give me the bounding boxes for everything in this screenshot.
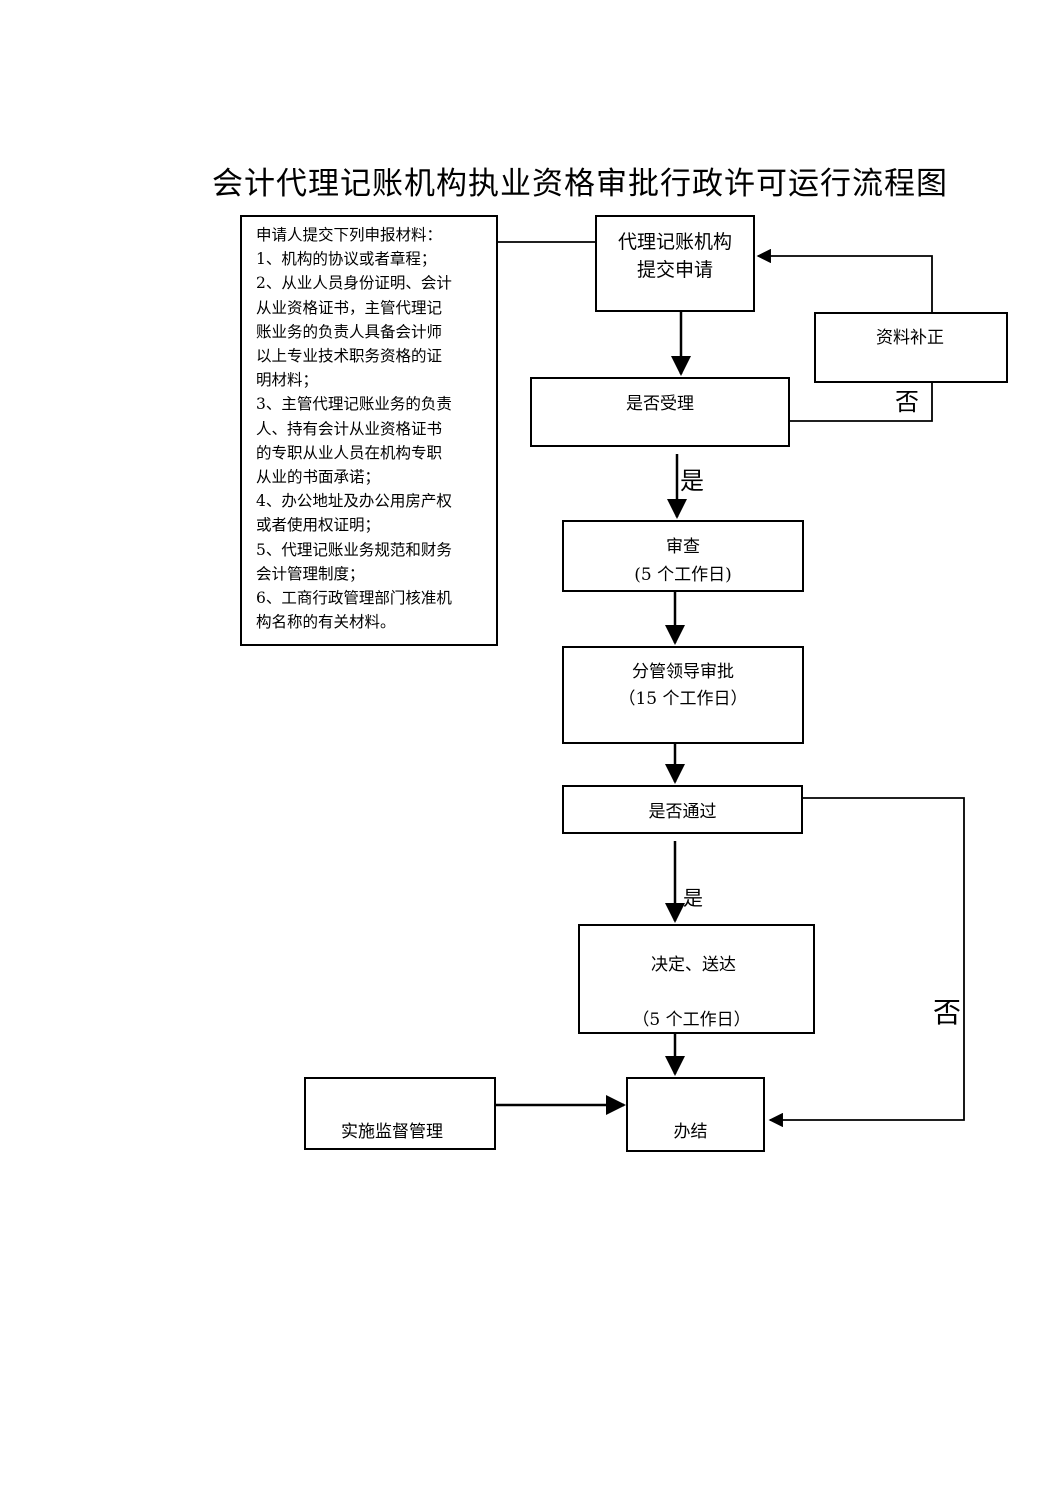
page-title: 会计代理记账机构执业资格审批行政许可运行流程图 (212, 166, 948, 202)
materials-line: 人、持有会计从业资格证书 (256, 419, 443, 438)
materials-list-box: 申请人提交下列申报材料： 1、机构的协议或者章程； 2、从业人员身份证明、会计 … (240, 215, 498, 646)
node-pass-decision: 是否通过 (562, 785, 803, 834)
node-finish: 办结 (626, 1077, 765, 1152)
label-pass-no: 否 (933, 996, 962, 1029)
materials-line: 6、工商行政管理部门核准机 (256, 589, 452, 608)
node-submit-line1: 代理记账机构 (617, 231, 732, 253)
node-accept-decision: 是否受理 (530, 377, 790, 447)
node-supplement-materials: 资料补正 (814, 312, 1008, 383)
materials-line: 构名称的有关材料。 (256, 613, 396, 632)
materials-line: 从业资格证书，主管代理记 (256, 298, 443, 317)
materials-line: 的专职从业人员在机构专职 (256, 443, 443, 462)
materials-line: 4、办公地址及办公用房产权 (256, 492, 452, 511)
node-decision-delivery: 决定、送达 （5 个工作日） (578, 924, 815, 1034)
node-leader-approval: 分管领导审批 （15 个工作日） (562, 646, 804, 744)
materials-line: 申请人提交下列申报材料： (256, 226, 443, 244)
arrow-supplement-to-submit (756, 248, 933, 313)
label-accept-yes: 是 (680, 467, 704, 495)
node-submit-line2: 提交申请 (636, 259, 713, 281)
materials-line: 明材料； (256, 371, 319, 390)
node-supervision-label: 实施监督管理 (341, 1122, 443, 1142)
node-pass-label: 是否通过 (648, 802, 717, 822)
materials-line: 3、主管代理记账业务的负责 (256, 395, 452, 414)
node-supervision: 实施监督管理 (304, 1077, 496, 1150)
node-leader-line1: 分管领导审批 (632, 662, 734, 682)
materials-line: 从业的书面承诺； (256, 468, 381, 487)
materials-line: 或者使用权证明； (256, 516, 381, 535)
node-supplement-label: 资料补正 (876, 328, 944, 348)
node-finish-label: 办结 (673, 1122, 708, 1142)
node-decision-line2: （5 个工作日） (632, 1010, 751, 1030)
node-submit-application: 代理记账机构 提交申请 (595, 215, 755, 312)
node-review-line2: (5 个工作日) (634, 565, 732, 585)
materials-line: 以上专业技术职务资格的证 (256, 347, 443, 366)
arrow-accept-no-loop (789, 382, 933, 422)
materials-line: 账业务的负责人具备会计师 (256, 322, 443, 341)
materials-line: 5、代理记账业务规范和财务 (256, 540, 452, 559)
node-accept-label: 是否受理 (626, 394, 694, 414)
materials-line: 1、机构的协议或者章程； (256, 250, 437, 269)
node-review: 审查 (5 个工作日) (562, 520, 804, 592)
materials-line: 会计管理制度； (256, 564, 365, 583)
materials-line: 2、从业人员身份证明、会计 (256, 274, 452, 293)
node-decision-line1: 决定、送达 (651, 955, 736, 975)
node-review-line1: 审查 (666, 537, 700, 557)
label-pass-yes: 是 (683, 886, 703, 910)
label-accept-no: 否 (895, 388, 919, 416)
arrow-pass-no-to-finish (768, 797, 965, 1128)
node-leader-line2: （15 个工作日） (618, 689, 748, 709)
